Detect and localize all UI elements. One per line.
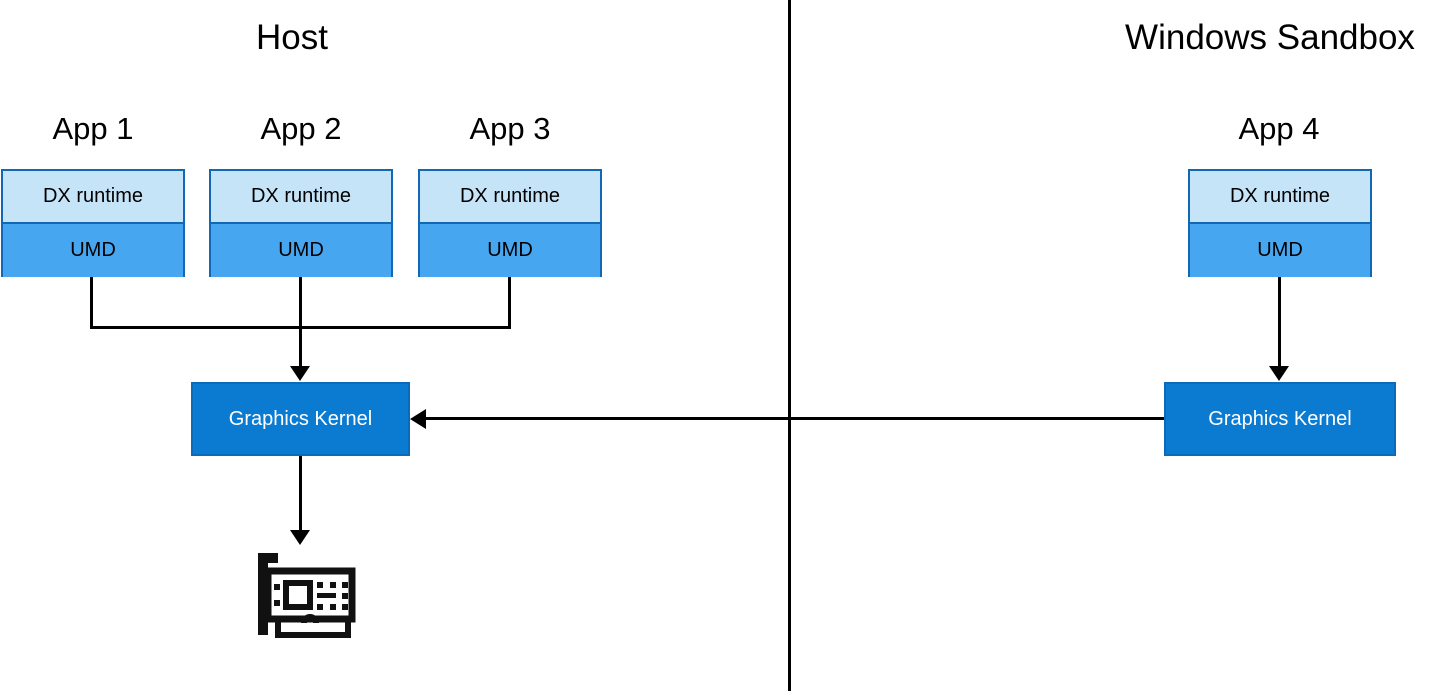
- connector-app4-to-kernel: [1278, 277, 1281, 366]
- app-1-box[interactable]: DX runtime UMD: [1, 169, 185, 277]
- zone-divider: [788, 0, 791, 691]
- app-4-box[interactable]: DX runtime UMD: [1188, 169, 1372, 277]
- app-3-umd-layer: UMD: [420, 224, 600, 277]
- app-4-title: App 4: [1238, 111, 1320, 146]
- host-zone-title: Host: [256, 18, 328, 57]
- app-3-box[interactable]: DX runtime UMD: [418, 169, 602, 277]
- host-graphics-kernel-box[interactable]: Graphics Kernel: [191, 382, 410, 456]
- app-3-title: App 3: [469, 111, 551, 146]
- app-1-umd-layer: UMD: [3, 224, 183, 277]
- app-3-dx-runtime-layer: DX runtime: [420, 171, 600, 224]
- app-2-title: App 2: [260, 111, 342, 146]
- arrowhead-sandbox-kernel-in: [1269, 366, 1289, 381]
- arrowhead-gpu-in: [290, 530, 310, 545]
- app-1-dx-runtime-layer: DX runtime: [3, 171, 183, 224]
- app-1-title: App 1: [52, 111, 134, 146]
- arrowhead-host-kernel-from-sandbox: [410, 409, 426, 429]
- app-2-umd-layer: UMD: [211, 224, 391, 277]
- connector-kernel-to-gpu: [299, 456, 302, 530]
- gpu-card-icon: [252, 549, 362, 639]
- app-2-box[interactable]: DX runtime UMD: [209, 169, 393, 277]
- sandbox-graphics-kernel-box[interactable]: Graphics Kernel: [1164, 382, 1396, 456]
- connector-app2-to-kernel: [299, 277, 302, 366]
- connector-app3-down: [508, 277, 511, 328]
- sandbox-zone-title: Windows Sandbox: [1125, 18, 1415, 57]
- app-2-dx-runtime-layer: DX runtime: [211, 171, 391, 224]
- connector-app1-down: [90, 277, 93, 328]
- arrowhead-host-kernel-in: [290, 366, 310, 381]
- connector-sandbox-to-host-kernel: [424, 417, 1164, 420]
- app-4-dx-runtime-layer: DX runtime: [1190, 171, 1370, 224]
- app-4-umd-layer: UMD: [1190, 224, 1370, 277]
